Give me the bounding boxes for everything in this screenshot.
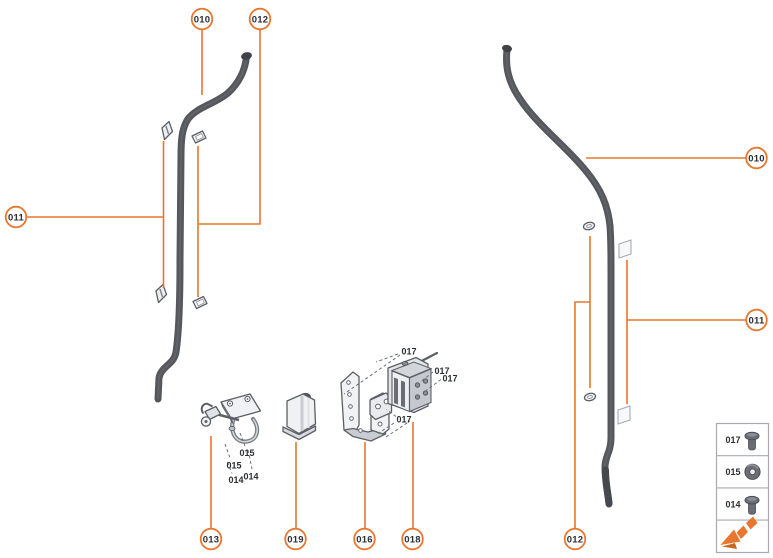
svg-text:013: 013 [203, 534, 219, 545]
clip-band-top [191, 130, 207, 144]
callout-011-left[interactable]: 011 [4, 205, 28, 229]
pad-square-bottom [617, 405, 631, 425]
svg-text:019: 019 [287, 534, 303, 545]
callout-012-right[interactable]: 012 [563, 527, 587, 551]
fastener-label-014: 014 [243, 472, 258, 482]
callout-010-left[interactable]: 010 [190, 7, 214, 31]
tube-right-end-cap [502, 44, 512, 53]
legend-row-017[interactable]: 017 [725, 431, 760, 451]
svg-text:010: 010 [748, 153, 764, 164]
fastener-label-017: 017 [434, 366, 449, 376]
tube-right [503, 46, 615, 508]
svg-text:011: 011 [749, 315, 765, 326]
callout-019[interactable]: 019 [284, 527, 307, 551]
bracket-part [340, 371, 393, 442]
fastener-label-014: 014 [228, 475, 243, 485]
svg-text:017: 017 [725, 435, 740, 445]
callout-balloons: 010 012 011 013 019 016 018 012 [4, 7, 768, 551]
clip-diamond-top [161, 120, 174, 141]
callout-012-left[interactable]: 012 [248, 7, 272, 31]
strap-plate [220, 393, 262, 420]
left-tube-assembly [154, 52, 252, 403]
fastener-label-017: 017 [396, 415, 411, 425]
screw-icon [744, 431, 760, 451]
check-strap-part [200, 393, 262, 444]
svg-text:010: 010 [194, 14, 210, 25]
svg-text:015: 015 [725, 467, 740, 477]
svg-text:014: 014 [725, 499, 740, 509]
left-leader-lines [26, 29, 261, 297]
tube-left-highlight [157, 56, 248, 400]
callout-018[interactable]: 018 [401, 527, 424, 551]
clip-grommet-top [582, 221, 596, 231]
bracket-hinge-piece [369, 392, 393, 421]
lock-fastener-labels: 017 017 017 017 [343, 347, 458, 438]
callout-016[interactable]: 016 [353, 527, 376, 551]
svg-text:018: 018 [404, 534, 420, 545]
svg-text:012: 012 [567, 534, 583, 545]
tube-right-highlight [505, 49, 612, 468]
tube-left-end-cap [241, 52, 252, 60]
svg-text:012: 012 [252, 14, 268, 25]
buffer-base [282, 425, 317, 441]
legend-row-015[interactable]: 015 [725, 463, 761, 480]
leader-012-right [574, 301, 590, 528]
check-strap-fastener-labels: 015 015 014 014 [224, 432, 259, 485]
fastener-label-017: 017 [401, 347, 416, 357]
clip-grommet-bottom [583, 392, 597, 402]
svg-text:011: 011 [8, 212, 24, 223]
fastener-label-017: 017 [442, 374, 457, 384]
callout-010-right[interactable]: 010 [745, 146, 768, 170]
clip-diamond-bottom [155, 283, 168, 304]
washer-icon [744, 463, 761, 480]
leader-012-left [198, 29, 261, 225]
right-leader-lines [574, 157, 746, 528]
screw-icon [744, 495, 760, 515]
legend-row-014[interactable]: 014 [725, 495, 760, 515]
lock-part [387, 351, 439, 414]
pad-square-top [618, 239, 632, 259]
buffer-part [282, 392, 317, 441]
fastener-label-015: 015 [239, 448, 254, 458]
callout-011-right[interactable]: 011 [745, 308, 768, 332]
right-tube-assembly [502, 44, 632, 508]
callout-013[interactable]: 013 [199, 527, 223, 551]
svg-text:016: 016 [356, 534, 372, 545]
clip-band-bottom [192, 295, 208, 310]
legend-row-direction [720, 516, 758, 549]
fastener-label-015: 015 [226, 461, 241, 471]
direction-arrow-icon [720, 516, 758, 549]
legend-table: 017 015 014 [715, 422, 770, 554]
middle-leader-lines [210, 422, 414, 528]
